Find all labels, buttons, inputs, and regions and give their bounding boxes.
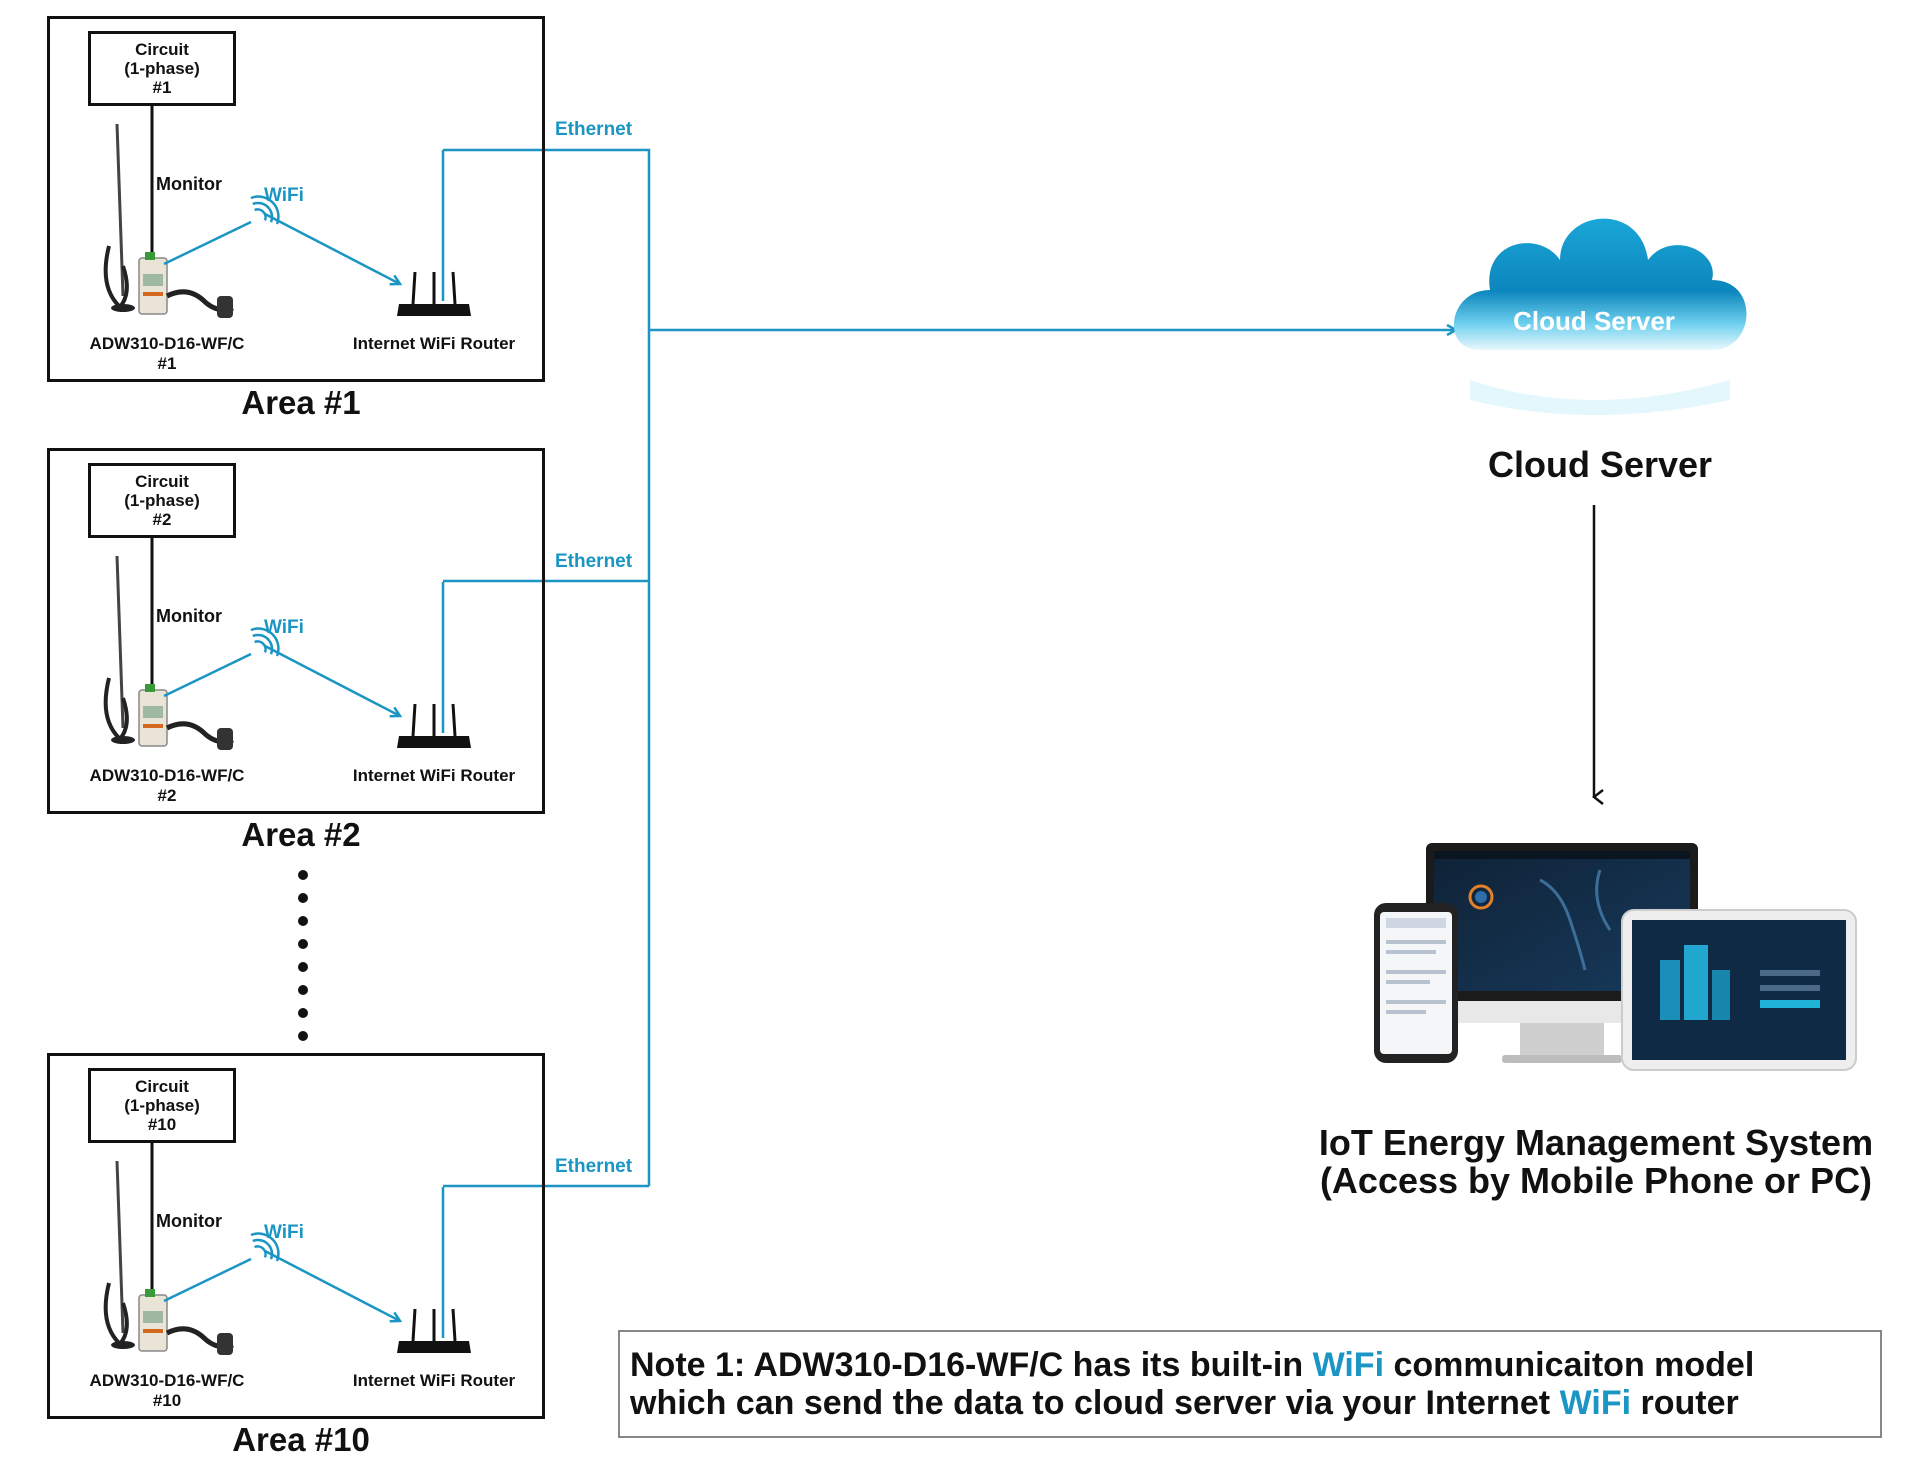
circuit-label-line: #2 bbox=[152, 510, 172, 529]
area-2-graphics bbox=[103, 536, 471, 750]
wifi-router-icon bbox=[397, 271, 471, 316]
note-line-1: Note 1: ADW310-D16-WF/C has its built-in… bbox=[630, 1346, 1755, 1384]
wifi-link-router bbox=[264, 1249, 400, 1321]
device-model-label: ADW310-D16-WF/C bbox=[89, 766, 245, 785]
circuit-label-line: Circuit bbox=[135, 40, 189, 59]
area-3-graphics bbox=[103, 1141, 471, 1355]
device-number-label: #2 bbox=[157, 786, 177, 805]
monitor-label: Monitor bbox=[156, 1211, 222, 1231]
circuit-label-line: (1-phase) bbox=[124, 491, 200, 510]
device-model-label: ADW310-D16-WF/C bbox=[89, 1371, 245, 1390]
circuit-label-line: #10 bbox=[147, 1115, 177, 1134]
router-label: Internet WiFi Router bbox=[352, 1371, 516, 1390]
ct-clamp-body bbox=[217, 1333, 233, 1355]
wifi-link-router bbox=[264, 212, 400, 284]
area-graphics bbox=[103, 104, 471, 1355]
ethernet-label: Ethernet bbox=[555, 119, 633, 140]
ellipsis-dots bbox=[298, 870, 308, 1041]
area-title: Area #10 bbox=[232, 1421, 370, 1458]
cloud-server-caption: Cloud Server bbox=[1487, 444, 1713, 485]
area-1-graphics bbox=[103, 104, 471, 318]
iot-subtitle: (Access by Mobile Phone or PC) bbox=[1319, 1160, 1873, 1201]
ethernet-network bbox=[443, 148, 1456, 1188]
area-2-box bbox=[47, 448, 545, 814]
ethernet-label: Ethernet bbox=[555, 1156, 633, 1177]
device-number-label: #10 bbox=[152, 1391, 182, 1410]
wifi-router-icon bbox=[397, 703, 471, 748]
mobile-phone-icon bbox=[1374, 903, 1458, 1063]
circuit-box: Circuit(1-phase)#10 bbox=[88, 1068, 236, 1143]
circuit-box: Circuit(1-phase)#1 bbox=[88, 31, 236, 106]
circuit-label-line: Circuit bbox=[135, 472, 189, 491]
area-1-box bbox=[47, 16, 545, 382]
ct-clamp-body bbox=[217, 296, 233, 318]
meter-device-icon bbox=[138, 1289, 168, 1352]
antenna-base bbox=[111, 1341, 135, 1349]
wifi-label: WiFi bbox=[264, 185, 304, 206]
cloud-server-icon bbox=[1453, 218, 1747, 415]
antenna-base bbox=[111, 304, 135, 312]
circuit-label-line: (1-phase) bbox=[124, 1096, 200, 1115]
iot-devices-illustration bbox=[1374, 843, 1857, 1071]
meter-device-icon bbox=[138, 252, 168, 315]
circuit-label-line: (1-phase) bbox=[124, 59, 200, 78]
device-number-label: #1 bbox=[157, 354, 177, 373]
wifi-link-device bbox=[163, 652, 252, 698]
cloud-inner-label: Cloud Server bbox=[1513, 306, 1675, 336]
ethernet-link-area-1 bbox=[443, 148, 651, 1186]
wifi-router-icon bbox=[397, 1308, 471, 1353]
wifi-label: WiFi bbox=[264, 617, 304, 638]
router-label: Internet WiFi Router bbox=[352, 766, 516, 785]
ct-clamp-body bbox=[217, 728, 233, 750]
area-title: Area #2 bbox=[241, 816, 361, 853]
router-label: Internet WiFi Router bbox=[352, 334, 516, 353]
monitor-label: Monitor bbox=[156, 174, 222, 194]
iot-title: IoT Energy Management System bbox=[1318, 1122, 1874, 1163]
tablet-icon bbox=[1621, 909, 1857, 1071]
device-model-label: ADW310-D16-WF/C bbox=[89, 334, 245, 353]
ethernet-label: Ethernet bbox=[555, 551, 633, 572]
circuit-label-line: #1 bbox=[152, 78, 172, 97]
note-line-2: which can send the data to cloud server … bbox=[630, 1384, 1739, 1422]
wifi-link-router bbox=[264, 644, 400, 716]
area-3-box bbox=[47, 1053, 545, 1419]
area-title: Area #1 bbox=[241, 384, 361, 421]
note-box: Note 1: ADW310-D16-WF/C has its built-in… bbox=[618, 1330, 1882, 1438]
antenna-base bbox=[111, 736, 135, 744]
circuit-label-line: Circuit bbox=[135, 1077, 189, 1096]
wifi-label: WiFi bbox=[264, 1222, 304, 1243]
wifi-link-device bbox=[163, 1257, 252, 1303]
meter-device-icon bbox=[138, 684, 168, 747]
circuit-box: Circuit(1-phase)#2 bbox=[88, 463, 236, 538]
wifi-link-device bbox=[163, 220, 252, 266]
monitor-label: Monitor bbox=[156, 606, 222, 626]
